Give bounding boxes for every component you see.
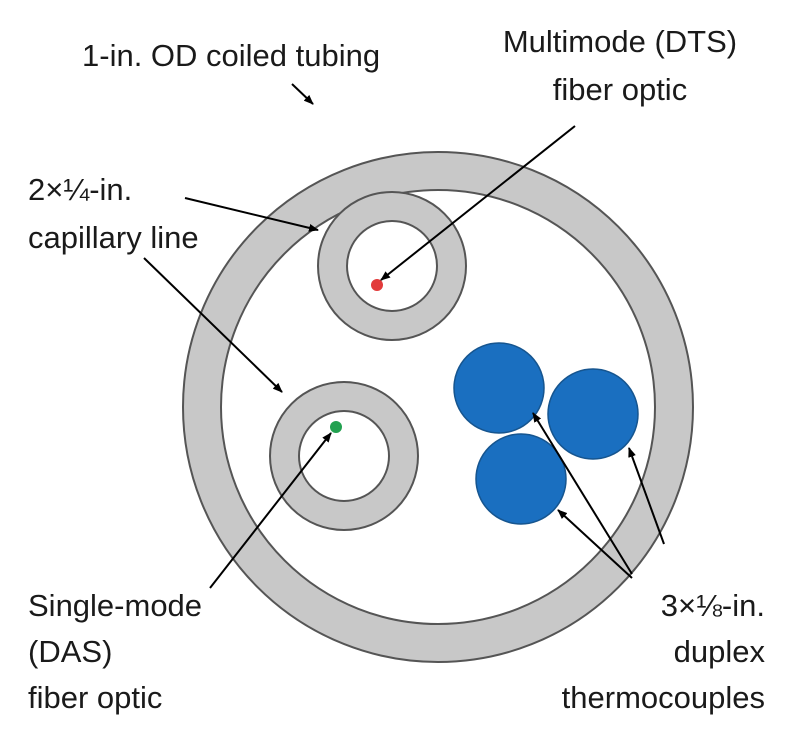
singlemode-fiber — [330, 421, 342, 433]
pointer-thermocouple-3 — [557, 509, 633, 579]
pointer-coiled-tubing — [291, 83, 314, 105]
label-thermocouple-line3: thermocouples — [561, 680, 765, 715]
label-thermocouple-line1: 3×⅛-in. — [660, 588, 765, 623]
capillary-line-upper-bore — [346, 220, 438, 312]
pointer-thermocouple-2 — [628, 447, 665, 545]
label-capillary-line2: capillary line — [28, 220, 199, 255]
multimode-fiber — [371, 279, 383, 291]
thermocouple-3 — [475, 433, 567, 525]
pointer-capillary-lower — [143, 257, 283, 393]
label-thermocouple-line2: duplex — [673, 634, 765, 669]
label-multimode-line2: fiber optic — [552, 72, 688, 107]
pointer-thermocouple-1 — [532, 412, 633, 575]
label-coiled-tubing: 1-in. OD coiled tubing — [82, 38, 381, 73]
pointer-singlemode — [209, 432, 332, 589]
label-singlemode-line2: (DAS) — [28, 634, 113, 669]
capillary-line-lower-bore — [298, 410, 390, 502]
thermocouple-2 — [547, 368, 639, 460]
label-capillary-line1: 2×¼-in. — [28, 172, 133, 207]
pointer-multimode — [380, 125, 576, 281]
label-multimode-line1: Multimode (DTS) — [502, 24, 738, 59]
label-singlemode-line1: Single-mode — [28, 588, 203, 623]
thermocouple-1 — [453, 342, 545, 434]
label-singlemode-line3: fiber optic — [28, 680, 163, 715]
pointer-capillary-upper — [184, 197, 319, 232]
